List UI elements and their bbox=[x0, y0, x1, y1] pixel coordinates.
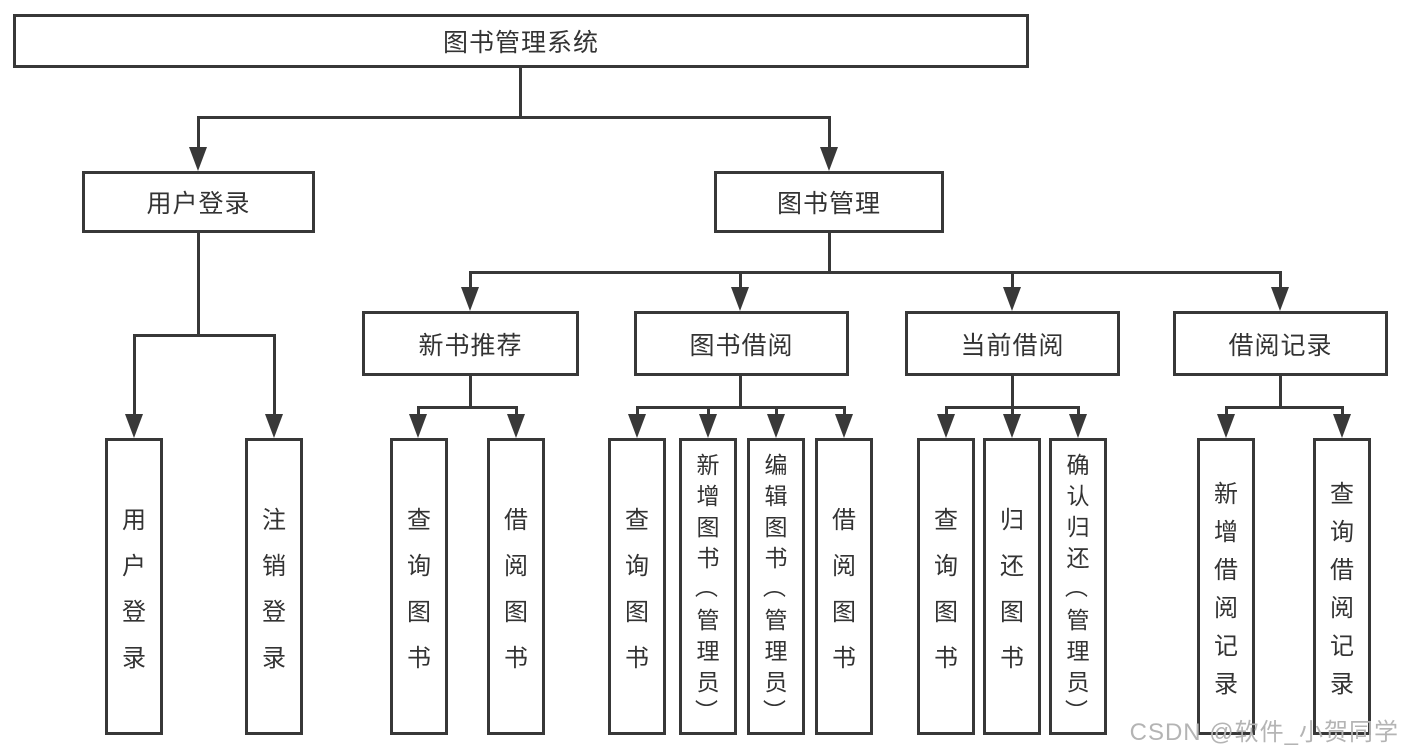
arrow-down-icon bbox=[1069, 414, 1087, 438]
leaf-rec-query-book: 查询图书 bbox=[390, 438, 448, 735]
connector bbox=[828, 116, 831, 149]
connector bbox=[417, 406, 518, 409]
connector bbox=[828, 233, 831, 274]
leaf-label: 用户登录 bbox=[122, 507, 146, 672]
leaf-logout: 注销登录 bbox=[245, 438, 303, 735]
arrow-down-icon bbox=[767, 414, 785, 438]
leaf-label: 新增图书（管理员） bbox=[693, 451, 720, 723]
connector bbox=[1011, 271, 1014, 289]
leaf-label: 借阅图书 bbox=[504, 507, 528, 672]
arrow-down-icon bbox=[731, 287, 749, 311]
leaf-bb-edit-book-admin: 编辑图书（管理员） bbox=[747, 438, 805, 735]
connector bbox=[1341, 406, 1344, 416]
leaf-cb-confirm-return-admin: 确认归还（管理员） bbox=[1049, 438, 1107, 735]
connector bbox=[197, 116, 200, 149]
leaf-label: 新增借阅记录 bbox=[1214, 481, 1238, 698]
connector bbox=[843, 406, 846, 416]
connector bbox=[417, 406, 420, 416]
node-root: 图书管理系统 bbox=[13, 14, 1029, 68]
node-current-borrow: 当前借阅 bbox=[905, 311, 1120, 376]
node-borrow-record: 借阅记录 bbox=[1173, 311, 1388, 376]
node-new-book-recommend: 新书推荐 bbox=[362, 311, 579, 376]
connector bbox=[197, 116, 831, 119]
connector bbox=[1225, 406, 1228, 416]
node-book-borrow: 图书借阅 bbox=[634, 311, 849, 376]
connector bbox=[636, 406, 846, 409]
leaf-label: 查询借阅记录 bbox=[1330, 481, 1354, 698]
connector bbox=[1225, 406, 1343, 409]
arrow-down-icon bbox=[1003, 287, 1021, 311]
arrow-down-icon bbox=[1333, 414, 1351, 438]
arrow-down-icon bbox=[835, 414, 853, 438]
node-book-management: 图书管理 bbox=[714, 171, 944, 233]
arrow-down-icon bbox=[125, 414, 143, 438]
leaf-label: 查询图书 bbox=[934, 507, 958, 672]
arrow-down-icon bbox=[265, 414, 283, 438]
connector bbox=[133, 334, 276, 337]
arrow-down-icon bbox=[699, 414, 717, 438]
connector bbox=[469, 376, 472, 409]
leaf-user-login: 用户登录 bbox=[105, 438, 163, 735]
leaf-cb-query-book: 查询图书 bbox=[917, 438, 975, 735]
arrow-down-icon bbox=[1271, 287, 1289, 311]
connector bbox=[197, 233, 200, 337]
connector bbox=[519, 68, 522, 118]
connector bbox=[1279, 271, 1282, 289]
connector bbox=[739, 271, 742, 289]
arrow-down-icon bbox=[628, 414, 646, 438]
connector bbox=[1011, 406, 1014, 416]
connector bbox=[469, 271, 472, 289]
arrow-down-icon bbox=[1003, 414, 1021, 438]
leaf-br-query-record: 查询借阅记录 bbox=[1313, 438, 1371, 735]
connector bbox=[775, 406, 778, 416]
leaf-br-add-record: 新增借阅记录 bbox=[1197, 438, 1255, 735]
connector bbox=[273, 334, 276, 416]
leaf-cb-return-book: 归还图书 bbox=[983, 438, 1041, 735]
leaf-label: 编辑图书（管理员） bbox=[761, 451, 788, 723]
leaf-label: 查询图书 bbox=[625, 507, 649, 672]
connector bbox=[133, 334, 136, 416]
connector bbox=[1077, 406, 1080, 416]
leaf-rec-borrow-book: 借阅图书 bbox=[487, 438, 545, 735]
connector bbox=[1279, 376, 1282, 409]
connector bbox=[945, 406, 948, 416]
connector bbox=[707, 406, 710, 416]
leaf-label: 借阅图书 bbox=[832, 507, 856, 672]
arrow-down-icon bbox=[820, 147, 838, 171]
leaf-label: 注销登录 bbox=[262, 507, 286, 672]
node-user-login: 用户登录 bbox=[82, 171, 315, 233]
arrow-down-icon bbox=[507, 414, 525, 438]
arrow-down-icon bbox=[409, 414, 427, 438]
leaf-bb-add-book-admin: 新增图书（管理员） bbox=[679, 438, 737, 735]
arrow-down-icon bbox=[461, 287, 479, 311]
connector bbox=[636, 406, 639, 416]
arrow-down-icon bbox=[1217, 414, 1235, 438]
arrow-down-icon bbox=[937, 414, 955, 438]
connector bbox=[515, 406, 518, 416]
connector bbox=[739, 376, 742, 409]
leaf-label: 归还图书 bbox=[1000, 507, 1024, 672]
leaf-label: 查询图书 bbox=[407, 507, 431, 672]
leaf-label: 确认归还（管理员） bbox=[1063, 451, 1090, 723]
leaf-bb-borrow-book: 借阅图书 bbox=[815, 438, 873, 735]
leaf-bb-query-book: 查询图书 bbox=[608, 438, 666, 735]
arrow-down-icon bbox=[189, 147, 207, 171]
connector bbox=[469, 271, 1282, 274]
connector bbox=[1011, 376, 1014, 409]
csdn-watermark: CSDN @软件_小贺同学 bbox=[1129, 719, 1399, 746]
